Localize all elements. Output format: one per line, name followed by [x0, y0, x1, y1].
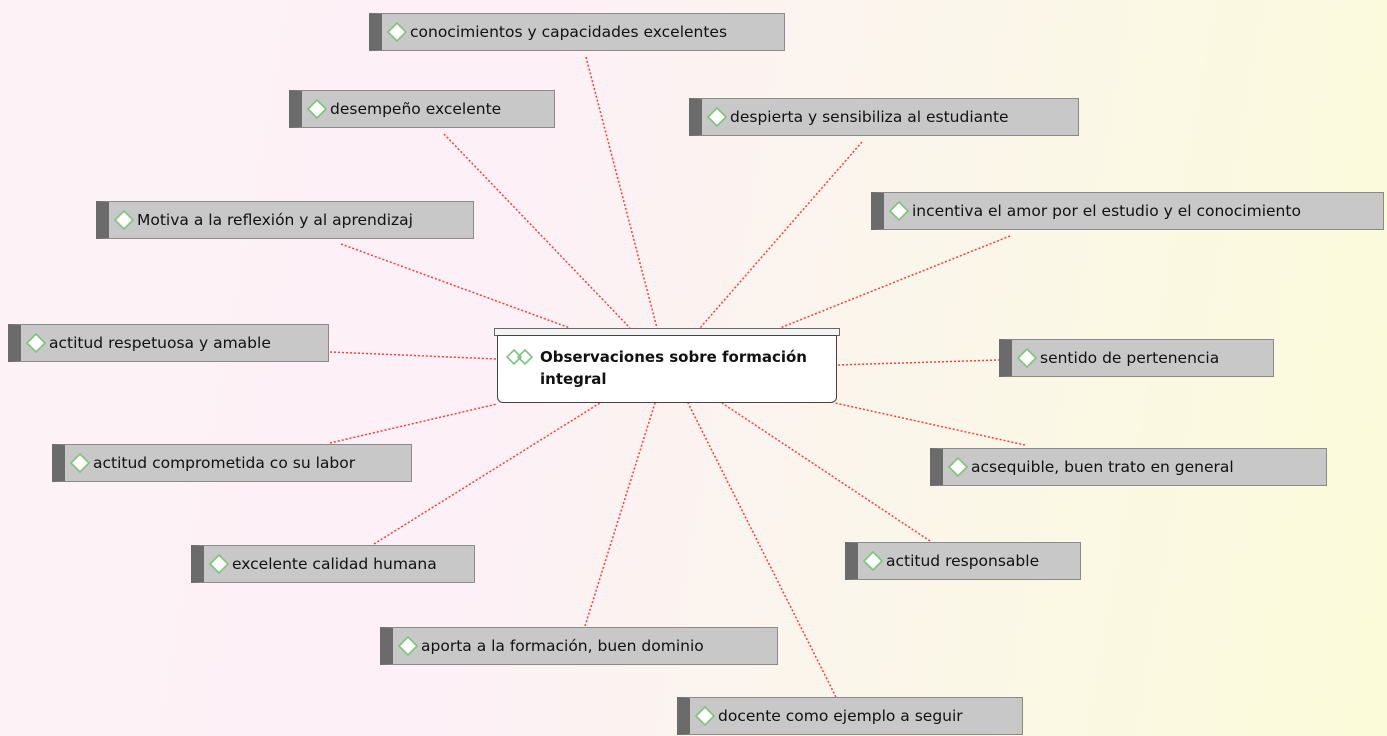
node-conocimientos[interactable]: conocimientos y capacidades excelentes — [369, 13, 785, 51]
link-conocimientos — [585, 56, 658, 329]
node-label: actitud respetuosa y amable — [49, 334, 271, 352]
node-incentiva[interactable]: incentiva el amor por el estudio y el co… — [871, 192, 1384, 230]
diamond-icon — [113, 209, 135, 231]
node-label: actitud comprometida co su labor — [93, 454, 356, 472]
link-docente — [687, 402, 837, 698]
diamond-icon — [1016, 347, 1038, 369]
link-comprometida — [329, 403, 498, 444]
node-label: excelente calidad humana — [232, 555, 437, 573]
diamond-icon — [397, 635, 419, 657]
node-aporta[interactable]: aporta a la formación, buen dominio — [380, 627, 778, 665]
diamond-icon — [25, 332, 47, 354]
link-responsable — [721, 402, 931, 542]
node-respetuosa[interactable]: actitud respetuosa y amable — [8, 324, 329, 362]
node-comprometida[interactable]: actitud comprometida co su labor — [52, 444, 412, 482]
node-calidad[interactable]: excelente calidad humana — [191, 545, 475, 583]
link-incentiva — [779, 235, 1011, 329]
diamond-icon — [208, 553, 230, 575]
node-motiva[interactable]: Motiva a la reflexión y al aprendizaj — [96, 201, 474, 239]
node-label: conocimientos y capacidades excelentes — [410, 23, 728, 41]
node-despierta[interactable]: despierta y sensibiliza al estudiante — [689, 98, 1079, 136]
node-label: incentiva el amor por el estudio y el co… — [912, 202, 1301, 220]
node-label: desempeño excelente — [330, 100, 502, 118]
node-acsequible[interactable]: acsequible, buen trato en general — [930, 448, 1327, 486]
diamond-icon — [694, 705, 716, 727]
node-label: docente como ejemplo a seguir — [718, 707, 963, 725]
diamond-icon — [862, 550, 884, 572]
node-desempeno[interactable]: desempeño excelente — [289, 90, 555, 128]
diamond-icon — [386, 21, 408, 43]
node-label: acsequible, buen trato en general — [971, 458, 1234, 476]
diamond-icon — [306, 98, 328, 120]
diamond-icon — [888, 200, 910, 222]
node-label: sentido de pertenencia — [1040, 349, 1220, 367]
node-responsable[interactable]: actitud responsable — [845, 542, 1081, 580]
link-desempeno — [443, 133, 631, 329]
link-despierta — [699, 141, 863, 329]
node-label: Motiva a la reflexión y al aprendizaj — [137, 211, 413, 229]
link-calidad — [373, 402, 601, 545]
diamond-icon — [69, 452, 91, 474]
double-diamond-icon — [506, 348, 534, 366]
link-aporta — [584, 402, 656, 627]
link-respetuosa — [329, 351, 498, 360]
link-acsequible — [834, 402, 1026, 446]
node-label: aporta a la formación, buen dominio — [421, 637, 704, 655]
node-label: despierta y sensibiliza al estudiante — [730, 108, 1009, 126]
central-node-title: Observaciones sobre formación integral — [540, 348, 807, 388]
diamond-icon — [706, 106, 728, 128]
central-node[interactable]: Observaciones sobre formación integral — [497, 335, 837, 403]
node-pertenencia[interactable]: sentido de pertenencia — [999, 339, 1274, 377]
node-docente[interactable]: docente como ejemplo a seguir — [677, 697, 1023, 735]
node-label: actitud responsable — [886, 552, 1040, 570]
diamond-icon — [947, 456, 969, 478]
link-motiva — [340, 243, 571, 329]
link-pertenencia — [836, 359, 1001, 366]
